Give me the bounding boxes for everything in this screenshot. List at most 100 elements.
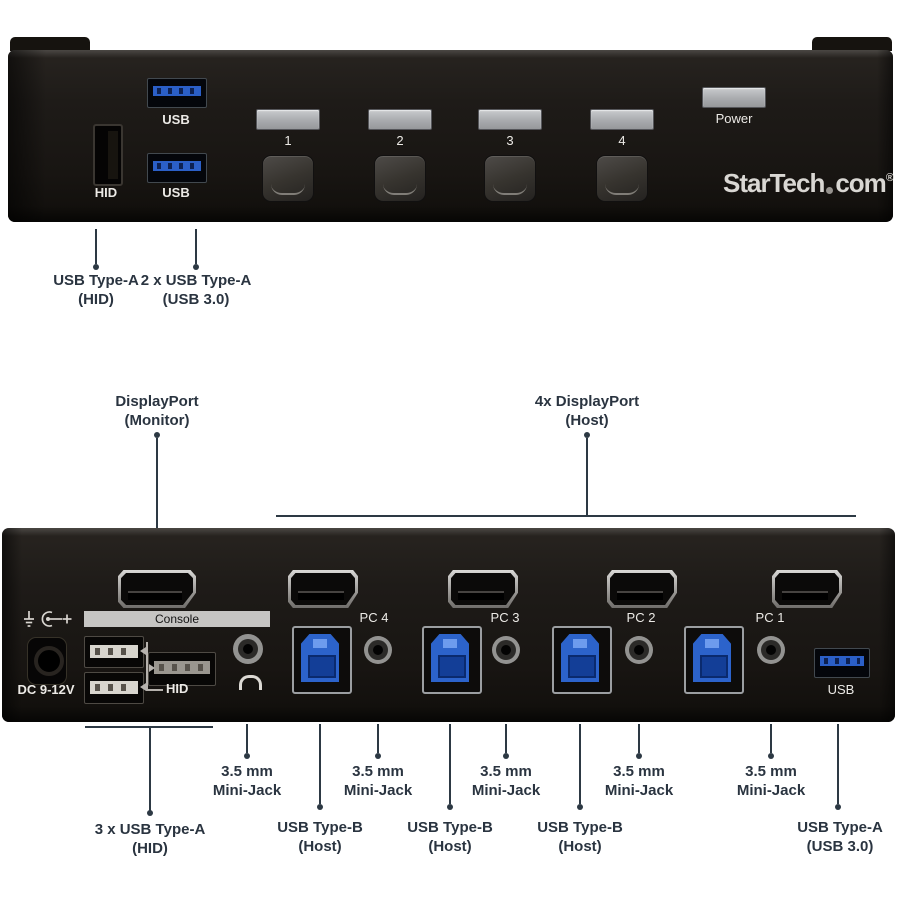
pc2-displayport (607, 570, 677, 608)
front-right-shade (877, 50, 893, 222)
hid-bracket-hline (146, 689, 163, 691)
callout-dot-hid (147, 810, 153, 816)
logo-text-prefix: StarTech (723, 168, 825, 198)
callout-displayport-host: 4x DisplayPort (Host) (534, 393, 640, 429)
callout-dot-dp-host (584, 432, 590, 438)
pc4-usb-b-port (292, 626, 352, 694)
front-usb3-port-bottom (147, 153, 207, 183)
port2-number: 2 (396, 133, 404, 148)
callout-minijack-1: 3.5 mm Mini-Jack (343, 763, 413, 799)
callout-line-minijack-0 (246, 724, 248, 753)
hid-bracket-vline (146, 642, 148, 691)
console-usb-hid-port-2 (84, 672, 144, 704)
port4-select-button[interactable] (596, 155, 648, 202)
pc4-label: PC 4 (359, 610, 389, 625)
pc2-label: PC 2 (626, 610, 656, 625)
front-rubber-foot-right (812, 37, 892, 51)
front-bottom-bezel (8, 206, 893, 222)
startech-logo: StarTech com® (723, 168, 894, 199)
hid-arrow-right (149, 664, 159, 672)
pc4-audio-jack (364, 636, 392, 664)
callout-line-host-0 (319, 724, 321, 804)
callout-minijack-2: 3.5 mm Mini-Jack (471, 763, 541, 799)
port1-select-button[interactable] (262, 155, 314, 202)
pc2-audio-jack (625, 636, 653, 664)
callout-dot-dp-monitor (154, 432, 160, 438)
callout-minijack-0: 3.5 mm Mini-Jack (212, 763, 282, 799)
callout-minijack-4: 3.5 mm Mini-Jack (736, 763, 806, 799)
front-rubber-foot-left (10, 37, 90, 51)
logo-dot-icon (826, 187, 834, 194)
callout-dot-minijack-1 (375, 753, 381, 759)
callout-dot-minijack-2 (503, 753, 509, 759)
dc-polarity-icon (24, 611, 72, 627)
dc-input-label: DC 9-12V (17, 682, 75, 697)
callout-line-minijack-3 (638, 724, 640, 753)
port3-select-button[interactable] (484, 155, 536, 202)
back-usb-label: USB (827, 682, 855, 697)
callout-host-2: USB Type-B (Host) (537, 819, 623, 855)
callout-dot-minijack-3 (636, 753, 642, 759)
callout-line-host-1 (449, 724, 451, 804)
callout-dot-front-usb3 (193, 264, 199, 270)
headphone-jack (233, 634, 263, 664)
pc1-label: PC 1 (755, 610, 785, 625)
console-displayport (118, 570, 196, 608)
port2-select-button[interactable] (374, 155, 426, 202)
power-led (702, 87, 766, 108)
callout-line-dp-host (586, 438, 588, 517)
port1-led (256, 109, 320, 130)
front-usb-label-bottom: USB (162, 185, 190, 200)
callout-host-0: USB Type-B (Host) (277, 819, 363, 855)
registered-mark: ® (885, 172, 894, 184)
back-top-bezel (2, 528, 895, 536)
pc3-audio-jack (492, 636, 520, 664)
callout-minijack-3: 3.5 mm Mini-Jack (604, 763, 674, 799)
port2-led (368, 109, 432, 130)
pc1-audio-jack (757, 636, 785, 664)
console-usb-hid-port-1 (84, 636, 144, 668)
pc3-displayport (448, 570, 518, 608)
callout-front-hid: USB Type-A (HID) (53, 272, 139, 308)
pc2-usb-b-port (552, 626, 612, 694)
callout-dot-host-1 (447, 804, 453, 810)
callout-front-usb3: 2 x USB Type-A (USB 3.0) (140, 272, 252, 308)
callout-dot-host-2 (577, 804, 583, 810)
callout-line-minijack-1 (377, 724, 379, 753)
back-right-shade (879, 528, 895, 722)
hid-arrow-top (136, 647, 146, 655)
back-left-shade (2, 528, 22, 722)
front-usb-label-top: USB (162, 112, 190, 127)
console-label-bar: Console (84, 611, 270, 627)
callout-displayport-monitor: DisplayPort (Monitor) (115, 393, 199, 429)
logo-text-suffix: com (835, 168, 886, 198)
back-bottom-bezel (2, 706, 895, 722)
callout-line-minijack-4 (770, 724, 772, 753)
callout-rear-usb3: USB Type-A (USB 3.0) (797, 819, 883, 855)
pc1-displayport (772, 570, 842, 608)
callout-line-front-usb3 (195, 229, 197, 264)
power-label: Power (715, 111, 753, 126)
callout-line-hid (149, 726, 151, 811)
front-usb3-port-top (147, 78, 207, 108)
front-left-shade (8, 50, 46, 222)
callout-line-host-2 (579, 724, 581, 804)
callout-dot-minijack-4 (768, 753, 774, 759)
callout-line-minijack-2 (505, 724, 507, 753)
back-hid-label: HID (166, 681, 189, 696)
callout-host-1: USB Type-B (Host) (407, 819, 493, 855)
callout-dot-front-hid (93, 264, 99, 270)
port4-number: 4 (618, 133, 626, 148)
back-usb3-port (814, 648, 870, 678)
port3-number: 3 (506, 133, 514, 148)
pc4-displayport (288, 570, 358, 608)
kvm-back-panel: DC 9-12V Console HID (2, 528, 895, 722)
front-top-bezel (8, 50, 893, 58)
headphone-icon (239, 675, 262, 690)
callout-dot-usb3 (835, 804, 841, 810)
pc1-usb-b-port (684, 626, 744, 694)
port1-number: 1 (284, 133, 292, 148)
hid-arrow-bottom (136, 683, 146, 691)
